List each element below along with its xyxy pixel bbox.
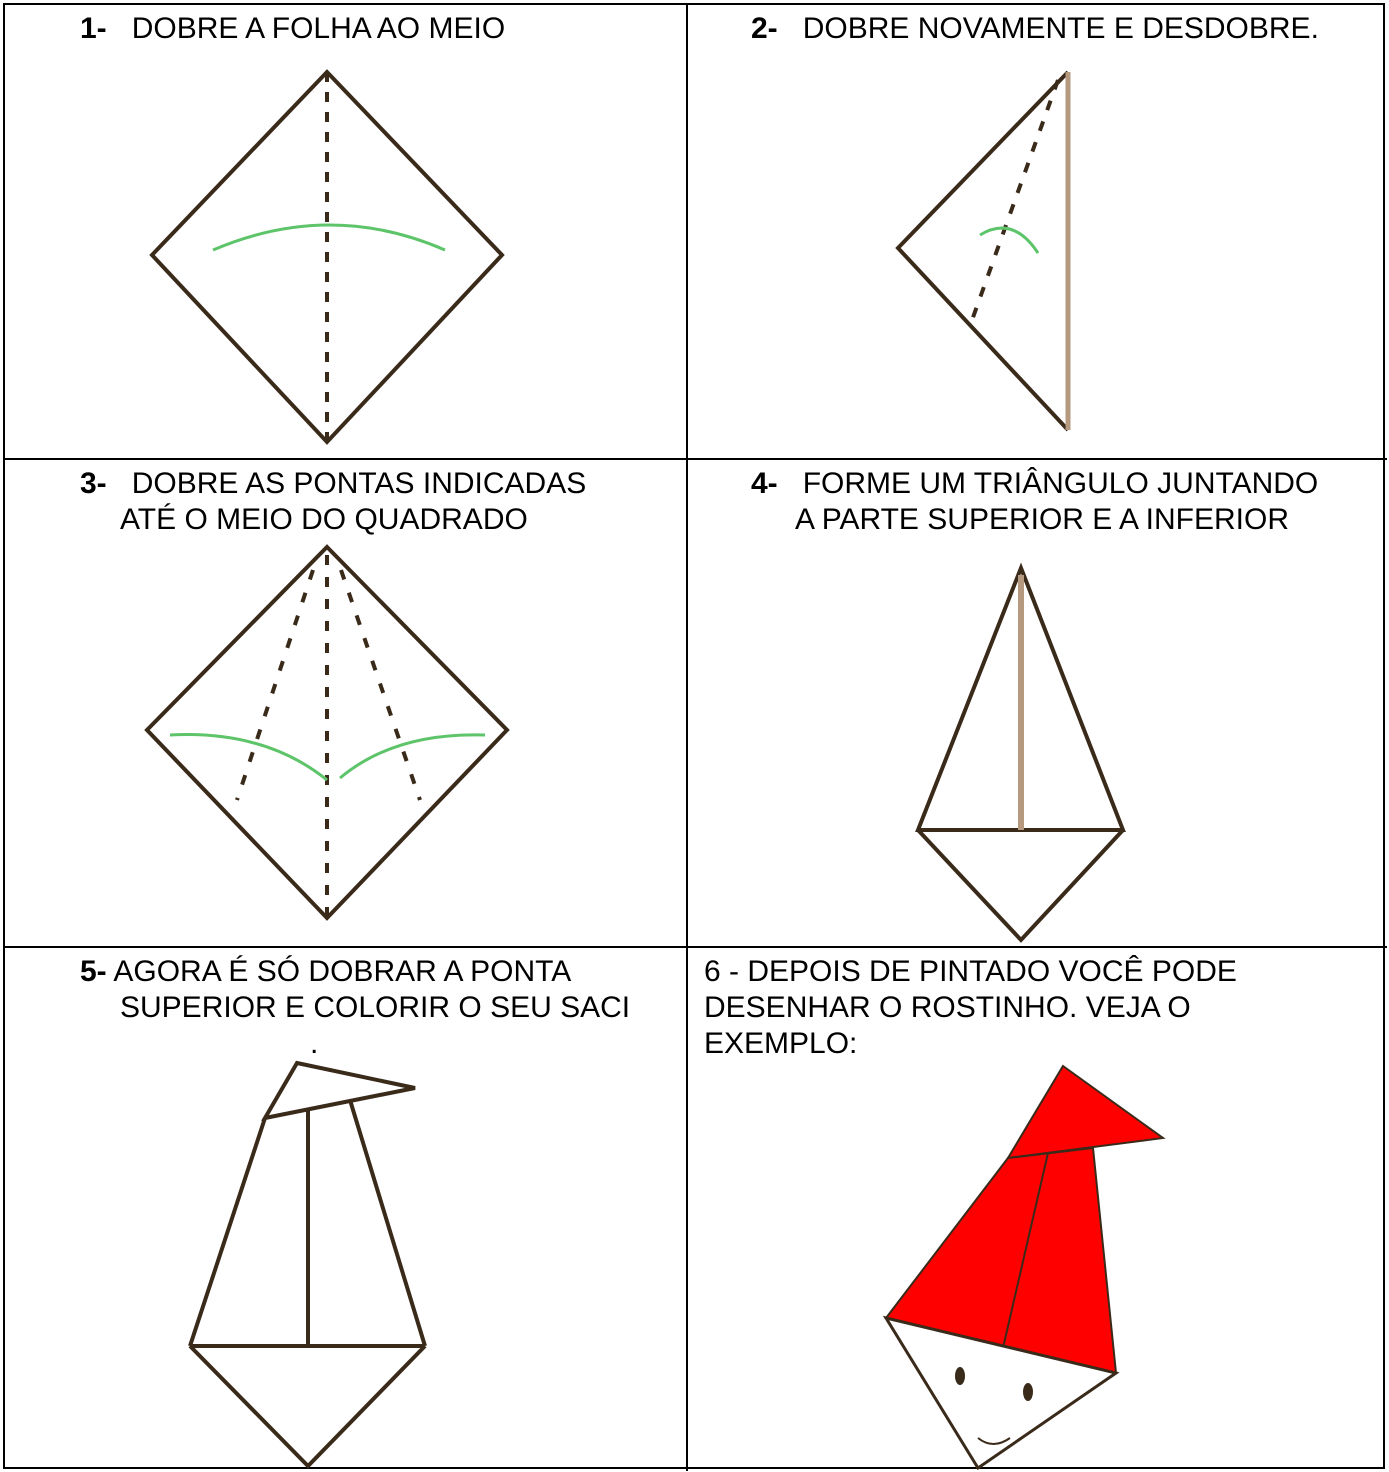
right-eye [1023,1383,1033,1401]
step-6-cell: 6 - DEPOIS DE PINTADO VOCÊ PODE DESENHAR… [688,948,1387,1471]
step-6-figure [688,948,1387,1471]
step-1-cell: 1- DOBRE A FOLHA AO MEIO [5,5,688,460]
red-hat-tip [1008,1066,1163,1158]
folded-tip [265,1063,415,1118]
left-eye [955,1367,965,1385]
step-2-cell: 2- DOBRE NOVAMENTE E DESDOBRE. [688,5,1387,460]
instruction-grid: 1- DOBRE A FOLHA AO MEIO 2- DOBRE NOVAME… [3,3,1385,1469]
step-5-cell: 5- AGORA É SÓ DOBRAR A PONTA SUPERIOR E … [5,948,688,1471]
body-left-edge [190,1118,265,1346]
right-crease-line [341,570,420,800]
fold-arrow [980,228,1038,253]
lower-triangle [918,830,1123,940]
crease-line [971,80,1058,323]
step-4-cell: 4- FORME UM TRIÂNGULO JUNTANDO A PARTE S… [688,460,1387,948]
left-fold-arrow [170,735,327,780]
step-1-figure [5,5,688,460]
right-fold-arrow [340,735,485,778]
step-5-figure [5,948,688,1471]
step-3-figure [5,460,688,948]
left-crease-line [237,570,313,800]
body-right-edge [350,1100,425,1346]
step-4-figure [688,460,1387,948]
step-3-cell: 3- DOBRE AS PONTAS INDICADAS ATÉ O MEIO … [5,460,688,948]
step-2-figure [688,5,1387,460]
lower-triangle [190,1346,425,1466]
